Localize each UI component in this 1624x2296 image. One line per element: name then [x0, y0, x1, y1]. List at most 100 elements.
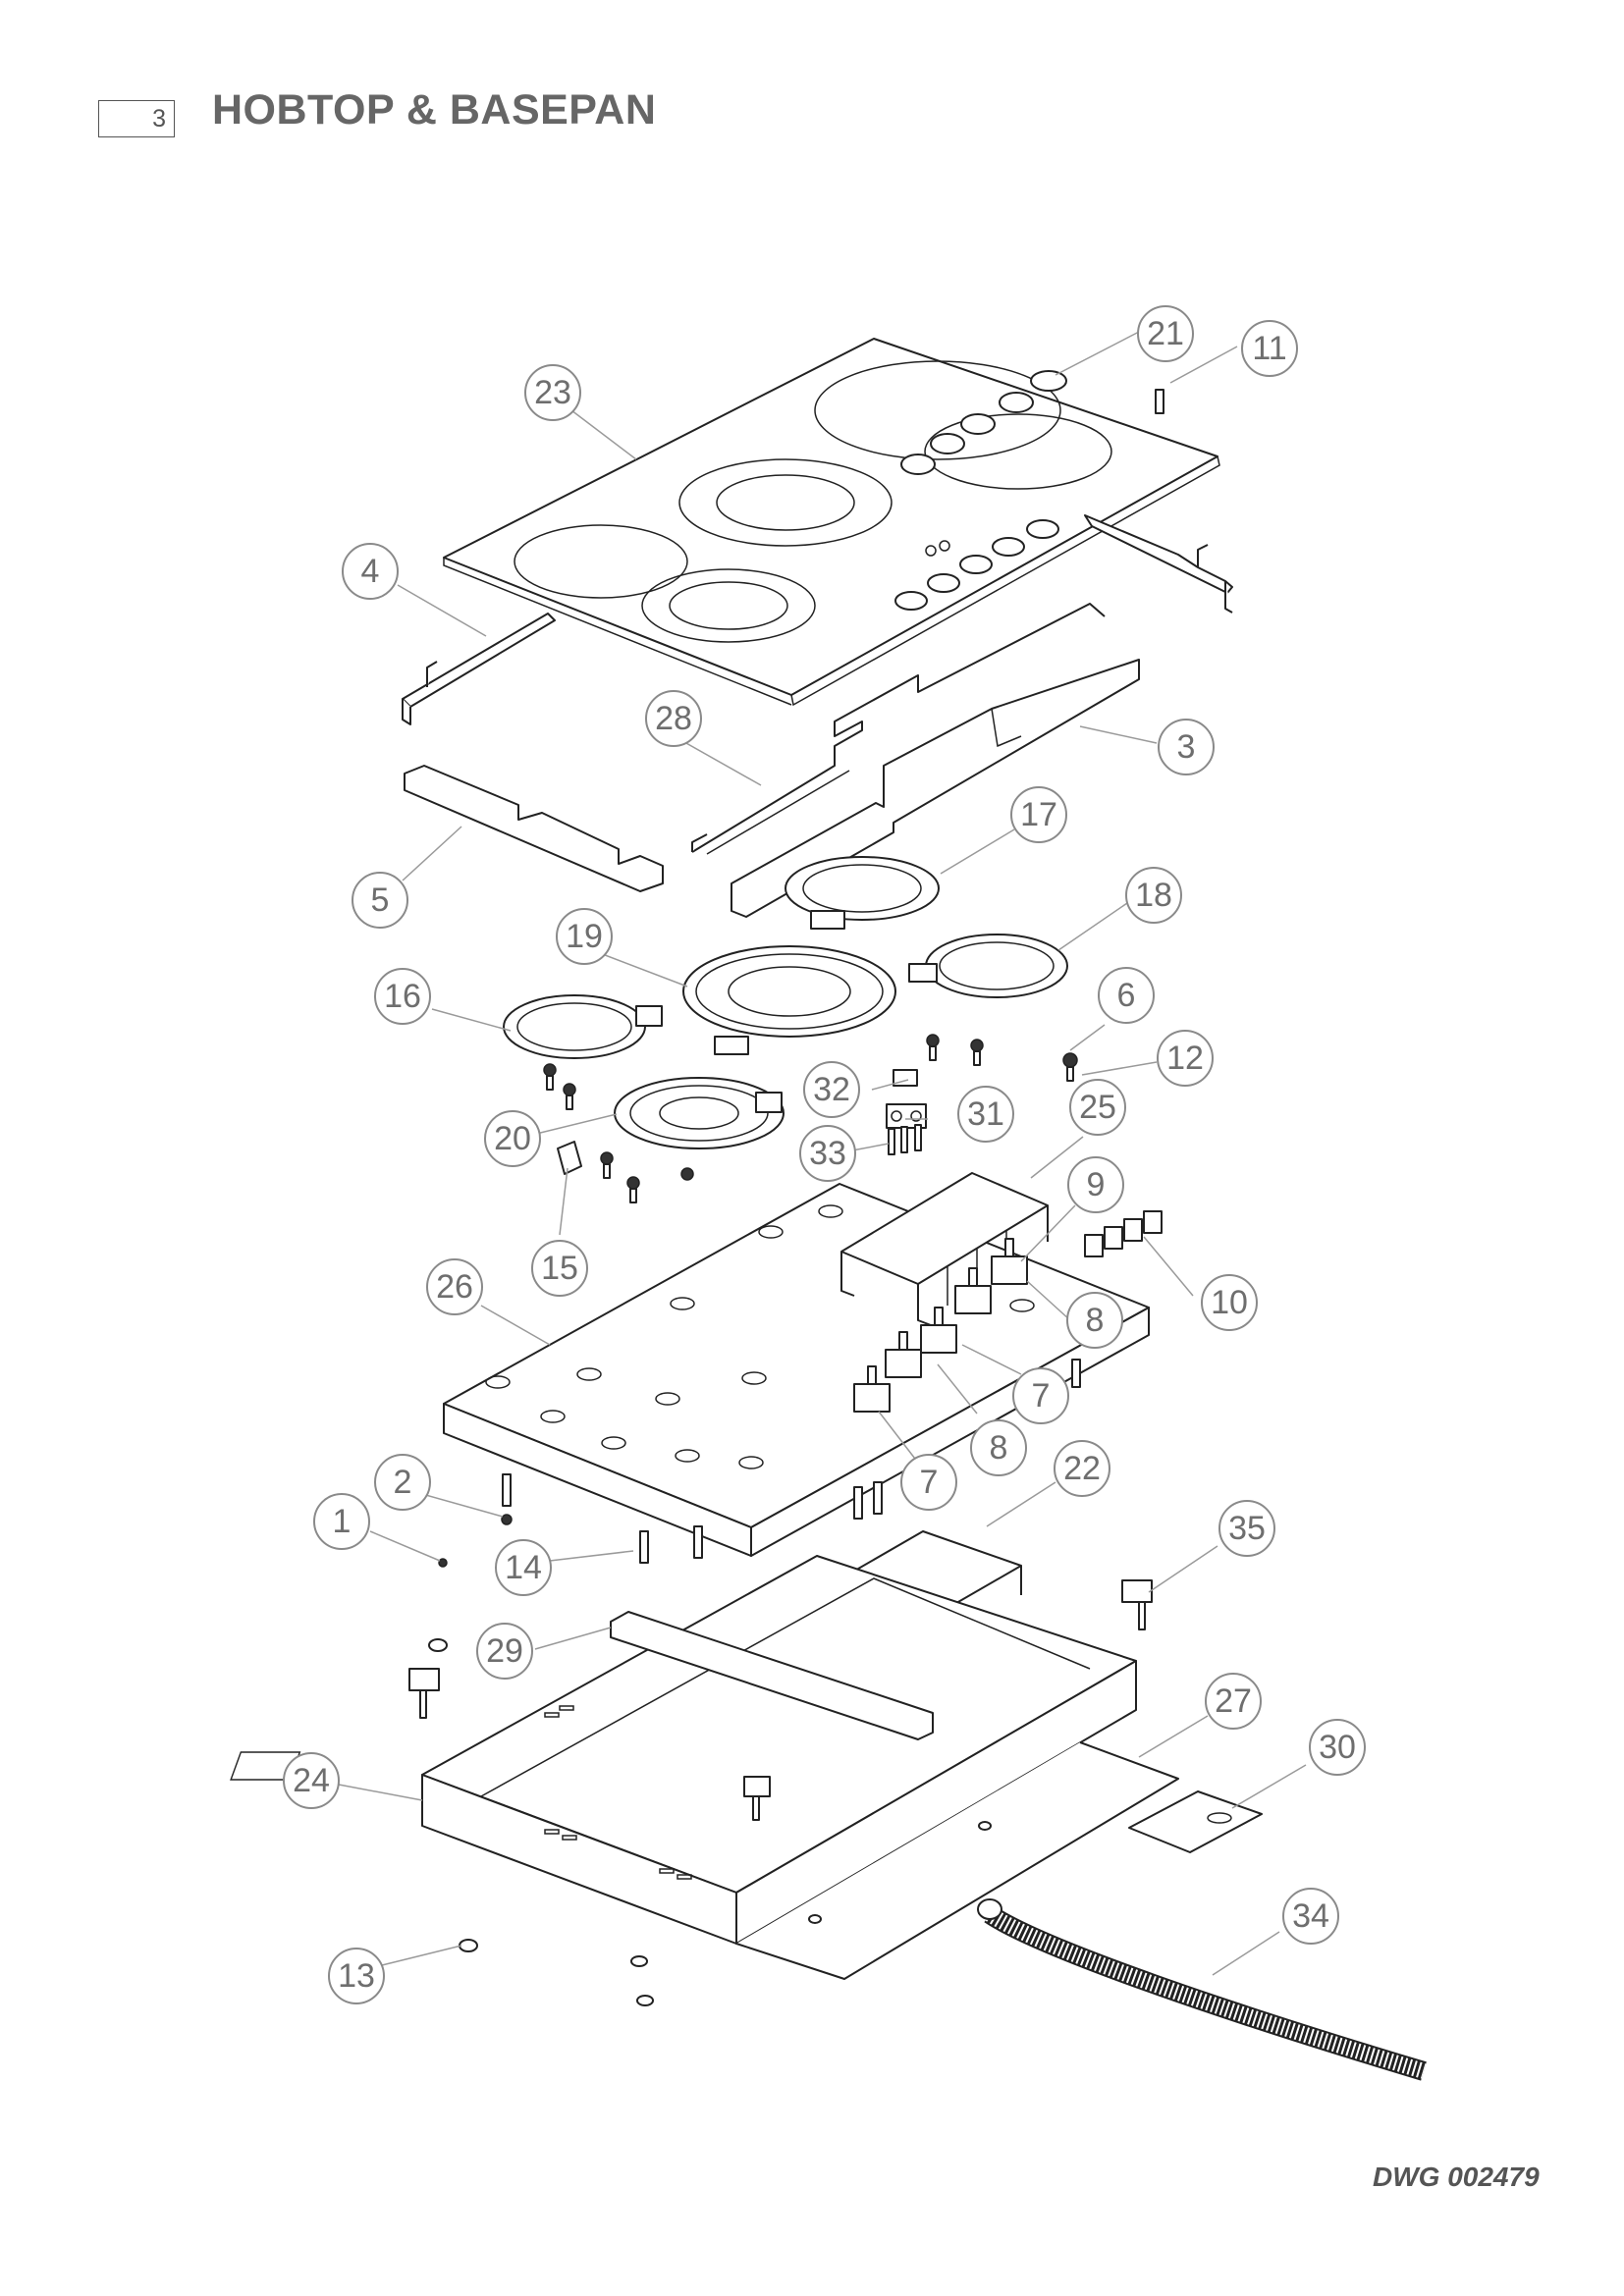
standoffs	[438, 1359, 1081, 1568]
callout-7b: 7	[900, 1454, 957, 1511]
svg-text:15: 15	[541, 1250, 578, 1287]
small-plate	[1128, 1790, 1263, 1853]
vent-slots	[544, 1705, 692, 1880]
callout-8a: 8	[1066, 1292, 1123, 1349]
callout-9: 9	[1067, 1156, 1124, 1213]
callout-23: 23	[524, 364, 581, 421]
trim-right	[731, 659, 1140, 918]
basepan	[421, 1555, 1137, 1945]
svg-text:8: 8	[1086, 1302, 1105, 1339]
clip-15	[557, 1141, 582, 1175]
svg-text:35: 35	[1228, 1510, 1266, 1547]
frame-strip	[691, 603, 1106, 855]
clamp-right	[1121, 1579, 1153, 1630]
page-number-box: 3	[98, 100, 175, 137]
svg-text:4: 4	[361, 553, 380, 590]
page-title: HOBTOP & BASEPAN	[212, 86, 657, 133]
svg-text:30: 30	[1319, 1729, 1356, 1766]
fasteners-upper	[543, 1034, 1078, 1203]
element-18	[908, 934, 1068, 998]
svg-text:29: 29	[486, 1632, 523, 1670]
callout-12: 12	[1157, 1030, 1214, 1087]
clamp-center	[743, 1776, 771, 1821]
callout-6: 6	[1098, 967, 1155, 1024]
callout-16: 16	[374, 968, 431, 1025]
callout-3: 3	[1158, 719, 1215, 775]
element-17	[785, 856, 940, 930]
callout-34: 34	[1282, 1888, 1339, 1945]
clamp-left	[408, 1638, 448, 1719]
callout-4: 4	[342, 543, 399, 600]
callout-30: 30	[1309, 1719, 1366, 1776]
svg-text:2: 2	[394, 1464, 412, 1501]
svg-text:20: 20	[494, 1120, 531, 1157]
svg-text:28: 28	[655, 700, 692, 737]
svg-text:8: 8	[990, 1429, 1008, 1467]
svg-text:32: 32	[813, 1071, 850, 1108]
hob-bracket-right	[1084, 514, 1233, 614]
svg-text:10: 10	[1211, 1284, 1248, 1321]
tray-mounts	[485, 1204, 1035, 1469]
svg-text:21: 21	[1147, 315, 1184, 352]
svg-text:34: 34	[1292, 1897, 1329, 1935]
svg-text:14: 14	[505, 1549, 542, 1586]
callout-27: 27	[1205, 1673, 1262, 1730]
hobtop-glass	[443, 338, 1220, 707]
callout-26: 26	[426, 1258, 483, 1315]
svg-text:31: 31	[967, 1095, 1004, 1133]
svg-text:6: 6	[1117, 977, 1136, 1014]
callout-8b: 8	[970, 1419, 1027, 1476]
trim-front	[404, 765, 664, 892]
svg-text:12: 12	[1166, 1040, 1204, 1077]
svg-text:18: 18	[1135, 877, 1172, 914]
svg-text:13: 13	[338, 1957, 375, 1995]
callout-7a: 7	[1012, 1367, 1069, 1424]
callout-35: 35	[1218, 1500, 1275, 1557]
callout-18: 18	[1125, 867, 1182, 924]
control-bezels	[894, 519, 1059, 611]
callout-19: 19	[556, 908, 613, 965]
callout-5: 5	[352, 872, 408, 929]
conduit	[977, 1898, 1427, 2081]
callout-33: 33	[799, 1125, 856, 1182]
leader-lines	[338, 331, 1307, 1976]
svg-text:33: 33	[809, 1135, 846, 1172]
svg-text:1: 1	[333, 1503, 352, 1540]
element-16	[503, 994, 663, 1059]
callout-11: 11	[1241, 320, 1298, 377]
svg-text:5: 5	[371, 881, 390, 919]
control-knobs	[900, 370, 1067, 475]
svg-text:19: 19	[566, 918, 603, 955]
hob-bracket-left	[402, 613, 556, 725]
svg-text:9: 9	[1087, 1166, 1106, 1203]
svg-text:17: 17	[1020, 796, 1057, 833]
callout-24: 24	[283, 1752, 340, 1809]
terminal-strip	[1084, 1210, 1163, 1257]
callout-17: 17	[1010, 786, 1067, 843]
svg-text:22: 22	[1063, 1450, 1101, 1487]
terminal-block	[886, 1069, 927, 1155]
callouts: 1 2 3 4 5 6 7 7 8 8 9 10 11 12 13 14 15 …	[283, 305, 1366, 2004]
callout-28: 28	[645, 690, 702, 747]
callout-13: 13	[328, 1948, 385, 2004]
svg-text:23: 23	[534, 374, 571, 411]
element-20	[614, 1077, 785, 1149]
callout-14: 14	[495, 1539, 552, 1596]
callout-22: 22	[1054, 1440, 1110, 1497]
svg-text:16: 16	[384, 978, 421, 1015]
callout-2: 2	[374, 1454, 431, 1511]
callout-21: 21	[1137, 305, 1194, 362]
svg-text:24: 24	[293, 1762, 330, 1799]
cross-bar	[610, 1611, 934, 1740]
svg-text:11: 11	[1252, 330, 1286, 367]
callout-32: 32	[803, 1061, 860, 1118]
callout-25: 25	[1069, 1079, 1126, 1136]
callout-10: 10	[1201, 1274, 1258, 1331]
callout-29: 29	[476, 1623, 533, 1680]
element-19	[682, 945, 896, 1055]
callout-1: 1	[313, 1493, 370, 1550]
svg-text:27: 27	[1215, 1682, 1252, 1720]
svg-text:7: 7	[1032, 1377, 1051, 1415]
control-bracket	[840, 1172, 1049, 1326]
